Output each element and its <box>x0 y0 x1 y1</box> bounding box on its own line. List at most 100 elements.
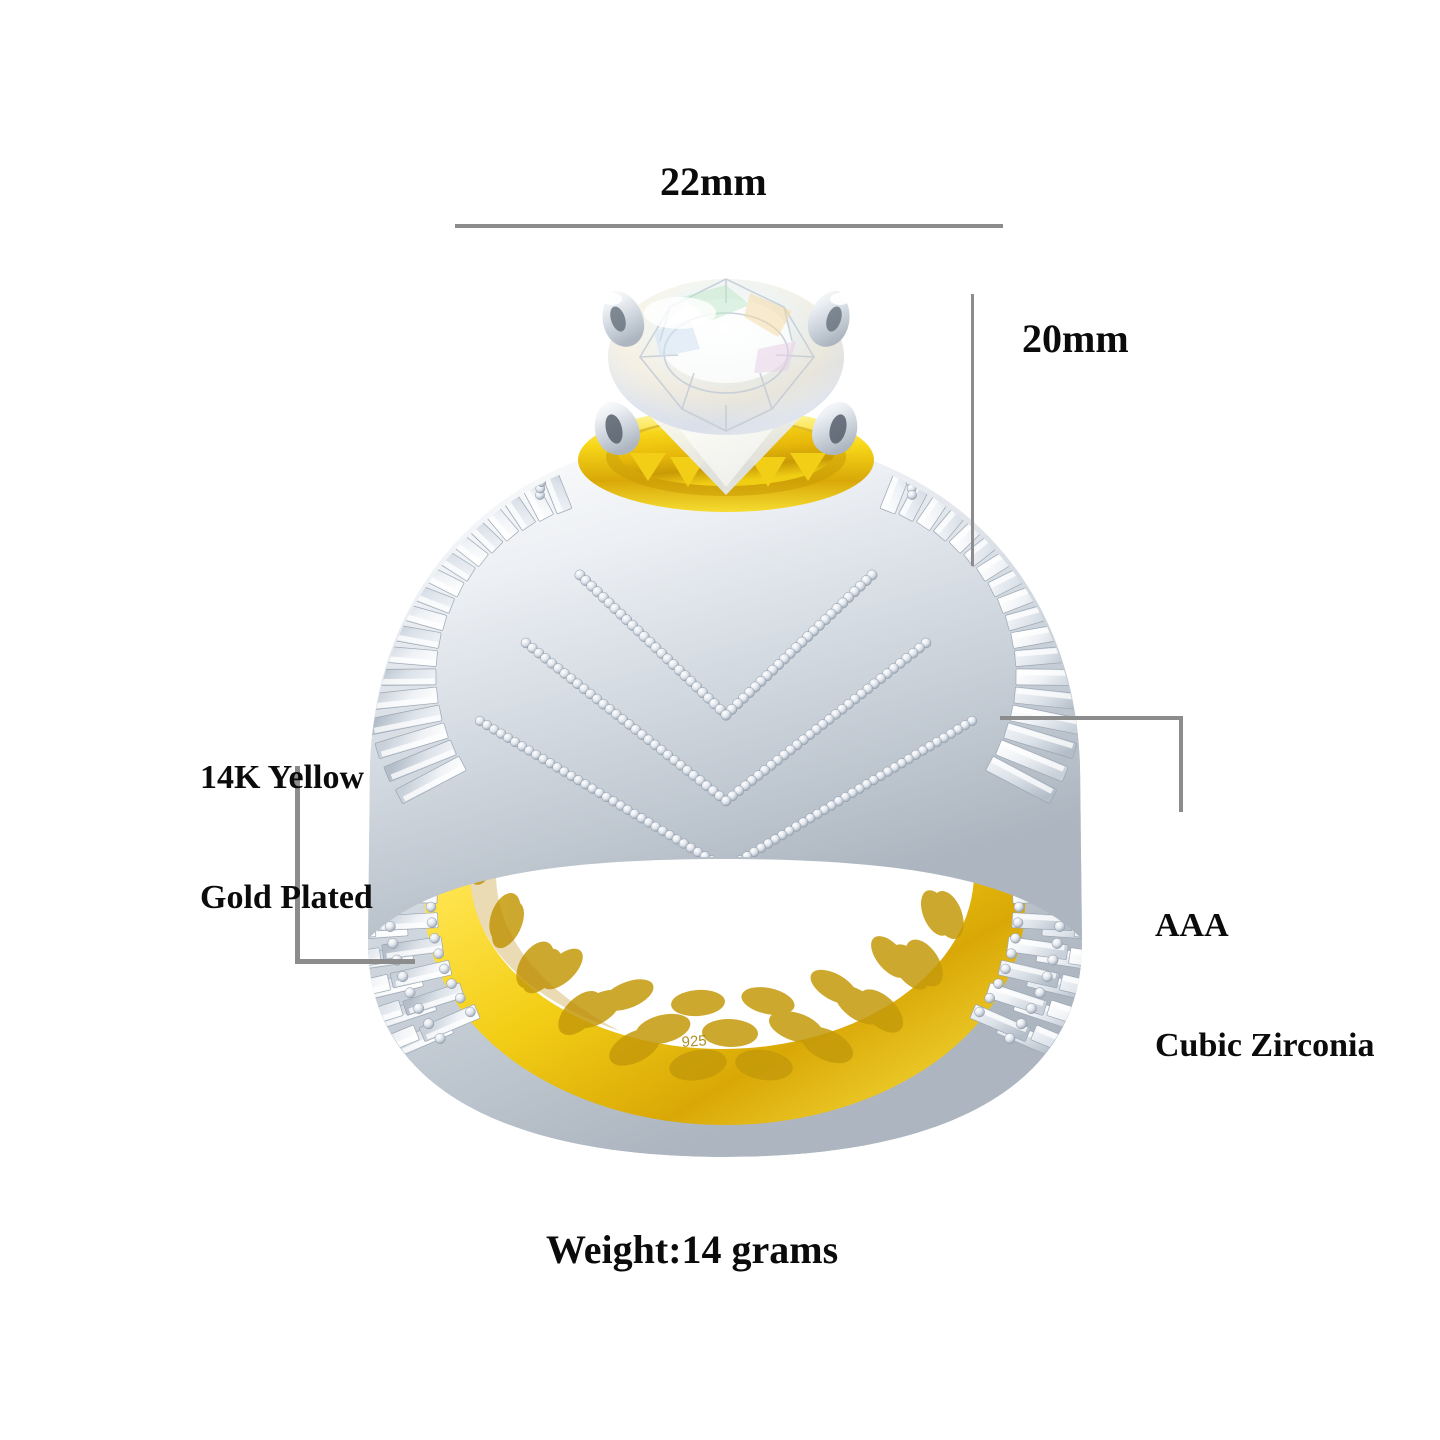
milgrain-bead <box>484 316 495 327</box>
baguette-cz <box>1006 936 1069 960</box>
dome-milgrain-chevron <box>474 569 978 875</box>
milgrain-bead <box>429 933 440 944</box>
milgrain-bead <box>560 441 571 445</box>
milgrain-bead <box>1103 839 1115 851</box>
milgrain-bead <box>993 978 1004 989</box>
milgrain-bead <box>901 464 912 475</box>
milgrain-bead <box>434 373 444 383</box>
milgrain-bead <box>907 490 917 500</box>
milgrain-bead <box>1078 467 1082 479</box>
weight-label: Weight:14 grams <box>546 1227 839 1272</box>
milgrain-bead <box>911 355 921 365</box>
baguette-cz <box>419 1004 481 1042</box>
milgrain-bead <box>1060 397 1071 408</box>
milgrain-bead <box>567 430 576 439</box>
milgrain-bead <box>646 265 657 276</box>
milgrain-bead <box>581 420 590 429</box>
milgrain-bead <box>1086 432 1097 443</box>
baguette-cz <box>394 441 476 459</box>
milgrain-bead <box>1119 510 1120 521</box>
milgrain-bead <box>861 278 872 289</box>
milgrain-bead <box>540 464 551 475</box>
baguette-cz <box>985 756 1057 804</box>
milgrain-bead <box>423 476 435 487</box>
milgrain-bead <box>795 265 806 276</box>
baguette-cz <box>371 456 454 492</box>
milgrain-bead <box>425 468 436 479</box>
milgrain-bead <box>1051 937 1063 949</box>
baguette-cz <box>538 306 601 380</box>
milgrain-bead <box>1116 500 1120 511</box>
baguette-cz <box>445 445 522 473</box>
milgrain-bead <box>939 371 949 381</box>
baguette-cz <box>374 722 449 759</box>
milgrain-bead <box>1107 857 1119 869</box>
milgrain-bead <box>881 341 891 351</box>
milgrain-bead <box>330 510 333 521</box>
milgrain-bead <box>352 503 362 513</box>
milgrain-bead <box>438 441 449 449</box>
milgrain-bead <box>368 476 371 488</box>
baguette-cz <box>502 323 571 391</box>
milgrain-bead <box>386 426 396 436</box>
milgrain-bead <box>989 335 1000 346</box>
baguette-cz <box>946 376 1024 429</box>
baguette-cz <box>368 947 382 973</box>
milgrain-bead <box>355 432 366 443</box>
milgrain-bead <box>990 359 1000 369</box>
milgrain-bead <box>1085 486 1095 496</box>
baguette-cz <box>395 756 467 804</box>
baguette-cz <box>368 668 437 686</box>
milgrain-bead <box>888 306 898 316</box>
milgrain-bead <box>870 337 880 347</box>
milgrain-bead <box>577 298 587 308</box>
milgrain-bead <box>413 1003 425 1014</box>
baguette-cz <box>383 739 457 782</box>
honeycomb-openwork <box>457 779 993 1081</box>
milgrain-bead <box>568 282 579 293</box>
baguette-cz <box>930 445 1007 473</box>
milgrain-bead <box>1065 442 1077 454</box>
milgrain-bead <box>580 278 591 289</box>
milgrain-bead <box>1000 963 1011 975</box>
milgrain-bead <box>472 396 482 406</box>
milgrain-bead <box>489 335 499 345</box>
milgrain-bead <box>335 470 346 481</box>
milgrain-bead <box>881 441 892 445</box>
baguette-cz <box>957 389 1036 439</box>
baguette-cz <box>427 376 505 429</box>
milgrain-bead <box>1012 917 1024 928</box>
baguette-cz <box>439 469 516 491</box>
baguette-cz <box>462 441 539 449</box>
milgrain-bead <box>886 441 897 451</box>
milgrain-bead <box>1067 1036 1081 1050</box>
milgrain-bead <box>1041 971 1053 983</box>
milgrain-bead <box>835 272 846 283</box>
ring-product-photo: 925 <box>330 245 1120 1175</box>
milgrain-bead <box>1101 968 1113 980</box>
milgrain-bead <box>499 329 509 339</box>
milgrain-bead <box>397 971 409 983</box>
milgrain-bead <box>755 261 766 272</box>
cubic-zirconia-leader-vertical <box>1179 716 1183 812</box>
baguette-cz <box>992 442 1075 480</box>
milgrain-bead <box>932 324 942 334</box>
baguette-cz <box>368 500 441 526</box>
milgrain-bead <box>876 302 886 312</box>
milgrain-bead <box>1015 1018 1027 1030</box>
milgrain-bead <box>479 341 489 351</box>
baguette-cz <box>490 382 564 427</box>
milgrain-bead <box>419 387 429 397</box>
baguette-cz <box>527 354 597 409</box>
milgrain-bead <box>977 402 987 412</box>
center-stone-assembly <box>578 278 874 512</box>
milgrain-bead <box>368 459 378 471</box>
milgrain-bead <box>1015 380 1025 390</box>
milgrain-bead <box>1074 459 1082 471</box>
milgrain-bead <box>1113 490 1120 501</box>
milgrain-bead <box>411 395 421 405</box>
milgrain-bead <box>330 500 336 511</box>
milgrain-bead <box>504 371 514 381</box>
milgrain-bead <box>393 1068 407 1082</box>
milgrain-bead <box>459 409 469 419</box>
